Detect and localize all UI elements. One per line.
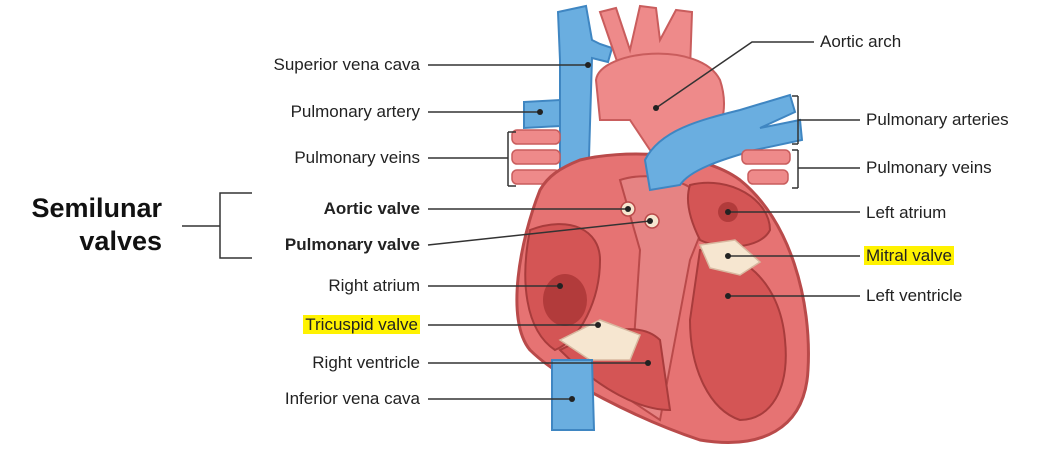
dot-superior-vena-cava xyxy=(585,62,591,68)
label-left-atrium: Left atrium xyxy=(866,203,947,222)
label-mitral-valve: Mitral valve xyxy=(864,246,954,266)
label-pulmonary-veins-right: Pulmonary veins xyxy=(866,158,992,177)
leader-lines xyxy=(182,41,860,400)
dot-aortic-arch xyxy=(653,105,659,111)
label-superior-vena-cava: Superior vena cava xyxy=(273,55,420,74)
leader-pulmonary-valve xyxy=(427,220,651,246)
label-pulmonary-artery: Pulmonary artery xyxy=(290,102,420,121)
leader-aortic-arch xyxy=(655,41,814,109)
label-tricuspid-valve-text: Tricuspid valve xyxy=(303,315,420,334)
dot-pulmonary-artery xyxy=(537,109,543,115)
dot-pulmonary-valve xyxy=(647,218,653,224)
label-pulmonary-veins-left: Pulmonary veins xyxy=(294,148,420,167)
dot-right-atrium xyxy=(557,283,563,289)
semilunar-valves-group-label: Semilunar valves xyxy=(20,192,162,258)
dot-left-ventricle xyxy=(725,293,731,299)
label-tricuspid-valve: Tricuspid valve xyxy=(303,315,420,335)
label-mitral-valve-text: Mitral valve xyxy=(864,246,954,265)
label-left-ventricle: Left ventricle xyxy=(866,286,963,305)
label-pulmonary-arteries: Pulmonary arteries xyxy=(866,110,1009,129)
semilunar-bracket xyxy=(182,192,252,259)
label-aortic-arch: Aortic arch xyxy=(820,32,902,51)
pulmonary-vein-right-2 xyxy=(747,169,789,185)
dot-inferior-vena-cava xyxy=(569,396,575,402)
group-label-line1: Semilunar xyxy=(31,193,162,223)
pulmonary-vein-right-1 xyxy=(741,149,791,165)
superior-vena-cava-vessel xyxy=(556,4,614,194)
leader-dots xyxy=(537,62,731,402)
label-right-atrium: Right atrium xyxy=(328,276,420,295)
left-ventricle-chamber xyxy=(688,248,787,422)
tricuspid-valve-shape xyxy=(558,319,641,361)
label-aortic-valve: Aortic valve xyxy=(323,199,420,218)
pulmonary-vein-left-2 xyxy=(511,149,561,165)
right-atrium-opening xyxy=(543,274,587,326)
leader-pulmonary-arteries xyxy=(792,95,860,145)
pulmonary-vein-left-1 xyxy=(511,129,561,145)
label-right-ventricle: Right ventricle xyxy=(312,353,420,372)
dot-right-ventricle xyxy=(645,360,651,366)
leader-pulmonary-veins-right xyxy=(792,149,860,189)
dot-tricuspid-valve xyxy=(595,322,601,328)
label-pulmonary-valve: Pulmonary valve xyxy=(284,235,420,254)
label-inferior-vena-cava: Inferior vena cava xyxy=(284,389,420,408)
pulmonary-trunk-vessel xyxy=(643,93,804,192)
group-label-line2: valves xyxy=(79,226,162,256)
dot-aortic-valve xyxy=(625,206,631,212)
dot-left-atrium xyxy=(725,209,731,215)
leader-pulmonary-veins-left xyxy=(428,131,516,187)
inferior-vena-cava-vessel xyxy=(551,359,596,431)
dot-mitral-valve xyxy=(725,253,731,259)
